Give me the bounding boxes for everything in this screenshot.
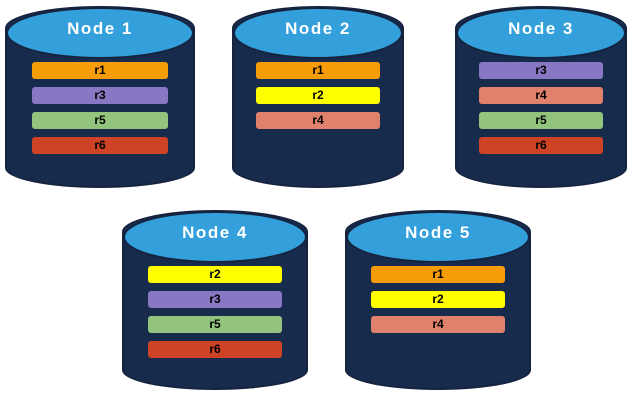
node-2-replica-list: r1 r2 r4: [232, 62, 404, 137]
node-3-replica-r4[interactable]: r4: [479, 87, 603, 104]
node-1-replica-list: r1 r3 r5 r6: [5, 62, 195, 162]
node-4-replica-r5[interactable]: r5: [148, 316, 282, 333]
node-5-cylinder-top: [346, 211, 530, 263]
node-2-replica-r4[interactable]: r4: [256, 112, 380, 129]
node-4-cylinder-top: [123, 211, 307, 263]
node-3-replica-r6[interactable]: r6: [479, 137, 603, 154]
node-1-replica-r6[interactable]: r6: [31, 137, 169, 154]
node-1-cylinder-top: [6, 7, 194, 59]
node-3-replica-list: r3 r4 r5 r6: [455, 62, 627, 162]
node-2-replica-r1[interactable]: r1: [256, 62, 380, 79]
node-5-replica-r1[interactable]: r1: [371, 266, 505, 283]
node-2-cylinder-top: [233, 7, 403, 59]
node-3-replica-r3[interactable]: r3: [479, 62, 603, 79]
node-4-replica-r2[interactable]: r2: [148, 266, 282, 283]
node-4-replica-r6[interactable]: r6: [148, 341, 282, 358]
node-1-replica-r3[interactable]: r3: [31, 87, 169, 104]
node-4-replica-r3[interactable]: r3: [148, 291, 282, 308]
node-4-replica-list: r2 r3 r5 r6: [122, 266, 308, 366]
node-5-replica-list: r1 r2 r4: [345, 266, 531, 341]
node-1-replica-r5[interactable]: r5: [31, 112, 169, 129]
node-1-replica-r1[interactable]: r1: [31, 62, 169, 79]
node-2-replica-r2[interactable]: r2: [256, 87, 380, 104]
node-5-replica-r2[interactable]: r2: [371, 291, 505, 308]
node-3-replica-r5[interactable]: r5: [479, 112, 603, 129]
node-3-cylinder-top: [456, 7, 626, 59]
node-5-replica-r4[interactable]: r4: [371, 316, 505, 333]
